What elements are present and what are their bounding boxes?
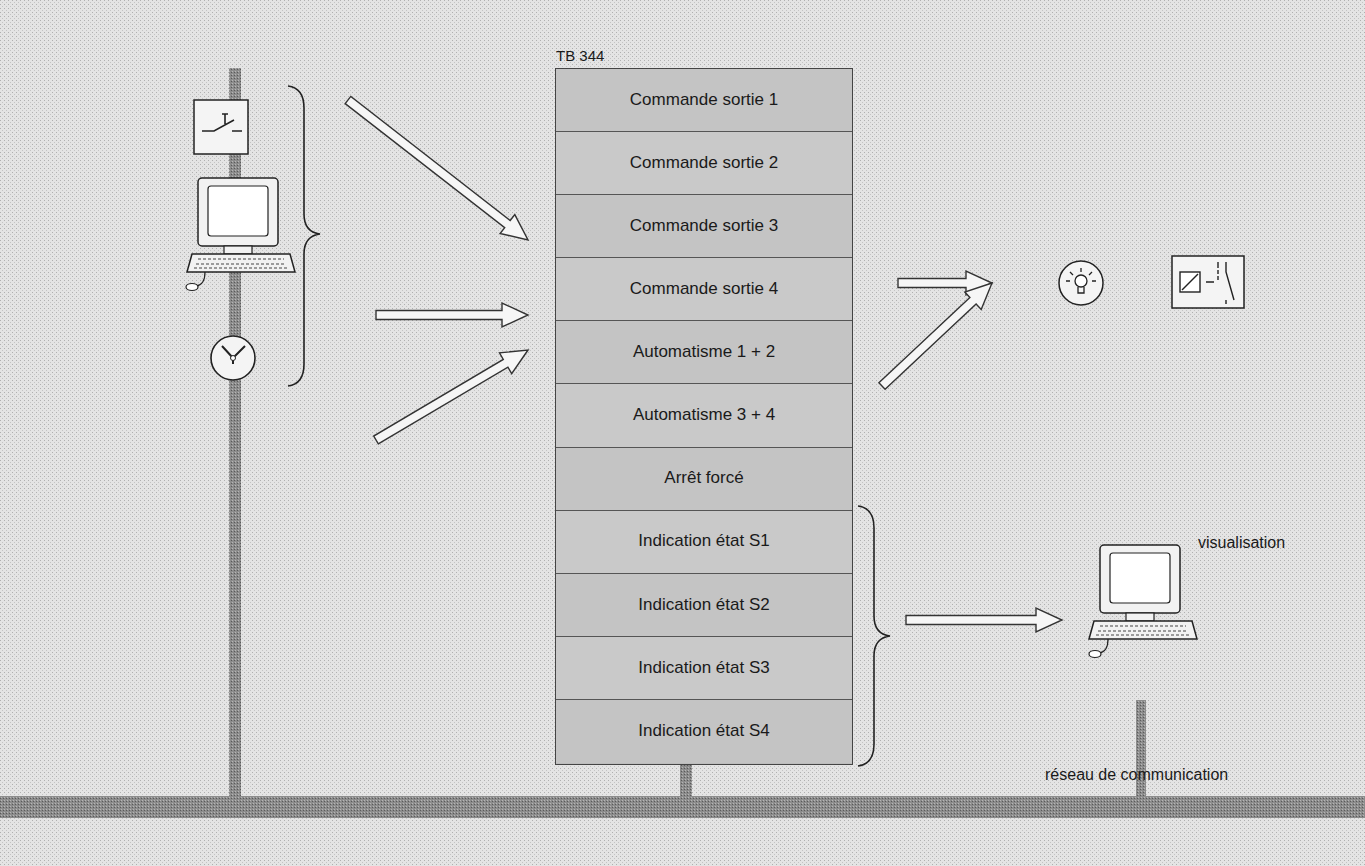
display-label: visualisation: [1198, 534, 1285, 552]
row-label: Commande sortie 2: [630, 153, 778, 173]
flow-arrow: [345, 96, 528, 240]
brace: [288, 86, 320, 386]
brace: [858, 506, 890, 766]
row-label: Arrêt forcé: [664, 468, 743, 488]
row-label: Indication état S1: [638, 531, 769, 551]
relay-icon: [1172, 256, 1244, 308]
flow-arrow: [376, 303, 528, 327]
register-row: Commande sortie 4: [556, 258, 852, 321]
computer-icon: [186, 178, 295, 291]
flow-arrow: [879, 283, 992, 389]
row-label: Automatisme 1 + 2: [633, 342, 775, 362]
network-bar: [0, 796, 1365, 818]
row-label: Indication état S2: [638, 595, 769, 615]
bus-pole: [680, 764, 692, 798]
row-label: Indication état S4: [638, 721, 769, 741]
register-row: Automatisme 3 + 4: [556, 384, 852, 447]
register-row: Indication état S2: [556, 574, 852, 637]
row-label: Commande sortie 4: [630, 279, 778, 299]
lamp-icon: [1059, 261, 1103, 305]
device-name: TB 344: [556, 47, 604, 65]
register-row: Automatisme 1 + 2: [556, 321, 852, 384]
bus-pole: [1136, 700, 1146, 798]
register-row: Indication état S4: [556, 700, 852, 763]
row-label: Indication état S3: [638, 658, 769, 678]
row-label: Commande sortie 1: [630, 90, 778, 110]
flow-arrow: [374, 350, 528, 444]
register-row: Commande sortie 3: [556, 195, 852, 258]
flow-arrow: [906, 608, 1062, 632]
row-label: Automatisme 3 + 4: [633, 405, 775, 425]
register-row: Indication état S3: [556, 637, 852, 700]
register-row: Commande sortie 2: [556, 132, 852, 195]
device-stack: TB 344Commande sortie 1Commande sortie 2…: [555, 68, 853, 765]
network-label: réseau de communication: [1045, 766, 1228, 784]
register-row: Commande sortie 1: [556, 69, 852, 132]
row-label: Commande sortie 3: [630, 216, 778, 236]
register-row: Indication état S1: [556, 511, 852, 574]
switch-icon: [194, 100, 248, 154]
register-row: Arrêt forcé: [556, 448, 852, 511]
computer-icon: [1089, 545, 1197, 658]
clock-icon: [211, 336, 255, 380]
